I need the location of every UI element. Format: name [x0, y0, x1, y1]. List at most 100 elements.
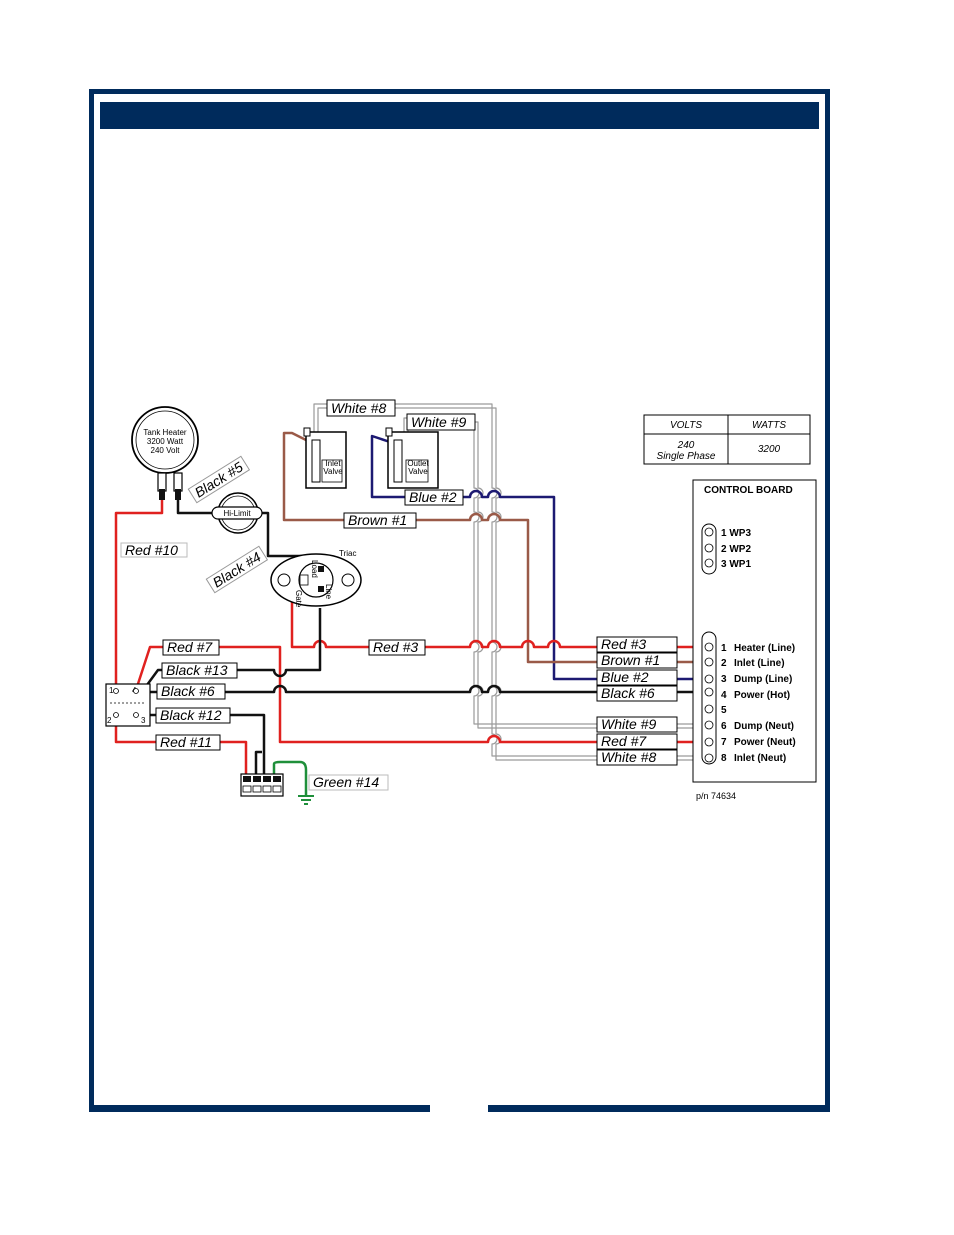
terminal-block	[240, 773, 284, 797]
outlet-valve: Outlet Valve	[385, 427, 439, 489]
terminal-label-7: Power (Neut)	[734, 737, 796, 748]
wp-terminal-1: 1 WP3	[721, 528, 751, 539]
svg-text:Red #3: Red #3	[601, 636, 646, 652]
part-number: p/n 74634	[696, 791, 736, 801]
frame-bottom-right	[488, 1105, 830, 1112]
switch-pin-3: 3	[141, 716, 146, 725]
terminal-label-2: Inlet (Line)	[734, 658, 785, 669]
spec-header-volts: VOLTS	[670, 420, 702, 431]
green-14-wire	[272, 760, 308, 796]
terminal-num-5: 5	[721, 705, 727, 716]
label-red-3-right: Red #3	[596, 636, 678, 653]
spec-volts-value: 240	[677, 440, 695, 451]
outlet-valve-label-2: Valve	[408, 467, 428, 476]
triac-gate-label: Gate	[294, 590, 303, 608]
inlet-valve-label-2: Valve	[323, 467, 343, 476]
svg-text:Blue #2: Blue #2	[409, 489, 457, 505]
terminal-num-8: 8	[721, 753, 727, 764]
triac: Triac Load Line Gate	[270, 549, 362, 608]
inlet-valve-label-1: Inlet	[325, 459, 341, 468]
wp-terminals: 1 WP3 2 WP2 3 WP1	[704, 527, 751, 570]
label-brown-1-right: Brown #1	[596, 652, 678, 669]
svg-text:Red #11: Red #11	[160, 734, 212, 750]
terminal-label-1: Heater (Line)	[734, 643, 795, 654]
svg-text:Red #7: Red #7	[167, 639, 213, 655]
label-white-8-top: White #8	[326, 399, 396, 417]
tank-heater-label-1: Tank Heater	[143, 428, 186, 437]
board-terminals: 1 Heater (Line) 2 Inlet (Line) 3 Dump (L…	[704, 642, 796, 764]
terminal-num-2: 2	[721, 658, 727, 669]
svg-text:White #9: White #9	[411, 414, 466, 430]
svg-text:Black #13: Black #13	[166, 662, 228, 678]
red-7-wire	[134, 645, 705, 744]
svg-text:Blue #2: Blue #2	[601, 669, 649, 685]
label-brown-1-top: Brown #1	[343, 512, 417, 529]
svg-text:Green #14: Green #14	[313, 774, 379, 790]
hi-limit-label: Hi-Limit	[223, 509, 251, 518]
label-red-7-left: Red #7	[162, 639, 220, 656]
svg-text:White #9: White #9	[601, 716, 656, 732]
outlet-valve-label-1: Outlet	[407, 459, 429, 468]
black-13-wire	[134, 608, 322, 701]
triac-label: Triac	[339, 549, 356, 558]
svg-text:White #8: White #8	[331, 400, 386, 416]
ground-icon	[298, 795, 314, 805]
switch-pin-2: 2	[107, 716, 112, 725]
svg-text:Black #4: Black #4	[210, 548, 264, 590]
label-black-6-left: Black #6	[156, 683, 226, 700]
control-board: CONTROL BOARD 1 WP3 2 WP2 3 WP1 1 Heater…	[692, 479, 817, 783]
triac-line-label: Line	[324, 584, 333, 600]
label-blue-2-top: Blue #2	[404, 489, 464, 506]
hi-limit-switch: Hi-Limit	[211, 492, 263, 534]
label-red-3-mid: Red #3	[368, 639, 426, 656]
svg-text:Brown #1: Brown #1	[348, 512, 407, 528]
terminal-label-8: Inlet (Neut)	[734, 753, 786, 764]
label-white-9-top: White #9	[406, 413, 476, 431]
blue-2-wire	[370, 434, 705, 681]
switch-pin-1: 1	[109, 686, 114, 695]
black-5-wire	[176, 500, 212, 515]
tank-heater-label-3: 240 Volt	[151, 446, 181, 455]
svg-text:Brown #1: Brown #1	[601, 652, 660, 668]
triac-load-label: Load	[310, 560, 319, 578]
svg-text:Black #6: Black #6	[601, 685, 655, 701]
spec-watts-value: 3200	[758, 444, 781, 455]
label-white-8-right: White #8	[596, 749, 678, 766]
label-white-9-right: White #9	[596, 716, 678, 733]
black-6-wire	[142, 684, 705, 694]
svg-text:Black #12: Black #12	[160, 707, 222, 723]
tank-heater-label-2: 3200 Watt	[147, 437, 184, 446]
svg-text:Black #6: Black #6	[161, 683, 215, 699]
red-10-wire	[114, 500, 164, 688]
label-black-13: Black #13	[161, 662, 238, 679]
label-green-14: Green #14	[308, 774, 389, 791]
red-3-wire	[290, 588, 705, 649]
terminal-num-7: 7	[721, 737, 727, 748]
label-black-12: Black #12	[155, 707, 231, 724]
terminal-num-4: 4	[721, 690, 727, 701]
label-red-10: Red #10	[120, 542, 188, 558]
label-red-11: Red #11	[155, 734, 221, 751]
inlet-valve: Inlet Valve	[303, 427, 347, 489]
brown-1-wire	[282, 431, 705, 664]
svg-text:Red #10: Red #10	[125, 542, 178, 558]
terminal-num-3: 3	[721, 674, 727, 685]
terminal-label-4: Power (Hot)	[734, 690, 790, 701]
spec-header-watts: WATTS	[752, 420, 786, 431]
spec-table: VOLTS WATTS 240 Single Phase 3200	[643, 414, 811, 465]
svg-text:White #8: White #8	[601, 749, 656, 765]
label-red-7-right: Red #7	[596, 733, 678, 750]
spec-volts-phase: Single Phase	[657, 451, 716, 462]
label-blue-2-right: Blue #2	[596, 669, 678, 686]
terminal-num-6: 6	[721, 721, 727, 732]
svg-text:Red #3: Red #3	[373, 639, 418, 655]
control-board-title: CONTROL BOARD	[704, 485, 793, 496]
wp-terminal-3: 3 WP1	[721, 559, 751, 570]
tank-heater: Tank Heater 3200 Watt 240 Volt	[131, 406, 199, 500]
power-switch: 1 4 2 3	[105, 683, 151, 727]
title-bar	[100, 102, 819, 129]
label-black-6-right: Black #6	[596, 685, 678, 702]
terminal-num-1: 1	[721, 643, 727, 654]
terminal-label-3: Dump (Line)	[734, 674, 792, 685]
